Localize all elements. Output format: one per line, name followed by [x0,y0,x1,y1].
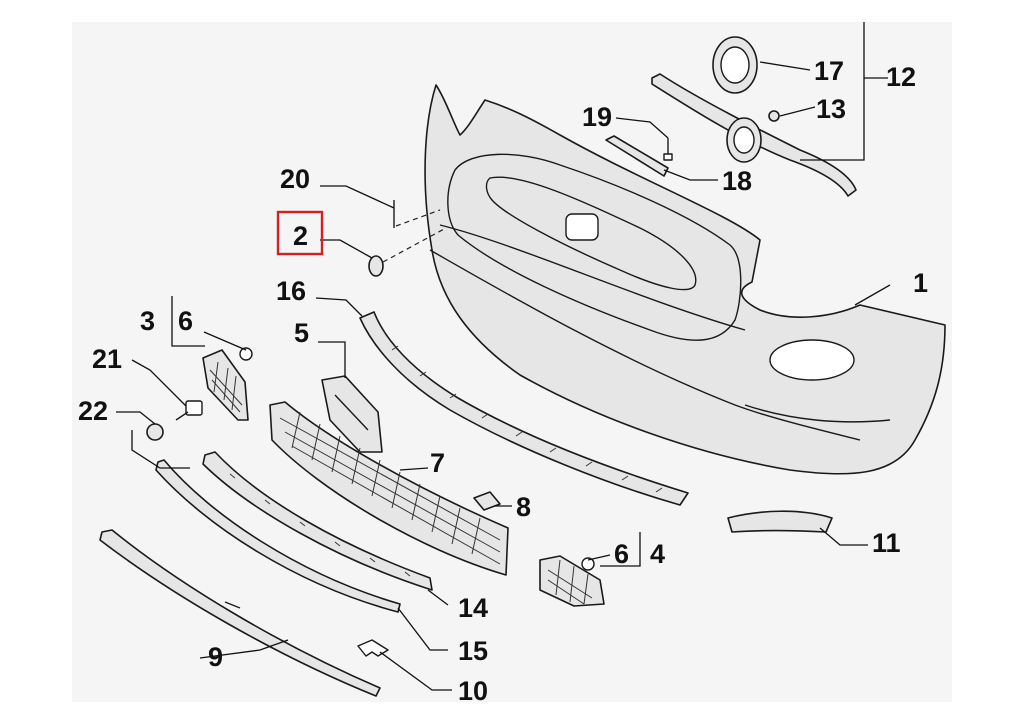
callout-15[interactable]: 15 [458,636,488,666]
callout-9[interactable]: 9 [208,642,223,672]
fog-lamp-recess [769,339,855,381]
screw-19[interactable] [663,138,673,161]
callout-14[interactable]: 14 [458,593,488,623]
callout-5[interactable]: 5 [294,318,309,348]
callout-6-left[interactable]: 6 [178,306,193,336]
assembly-line-20 [395,209,441,227]
callout-6-right[interactable]: 6 [614,539,629,569]
lower-grille[interactable] [269,401,509,576]
clip-6-left[interactable] [239,347,253,361]
highlight-box [276,210,324,256]
callout-21[interactable]: 21 [92,344,122,374]
bumper-shell[interactable] [424,84,946,475]
callout-2[interactable]: 2 [293,221,308,251]
emblem-17[interactable] [712,36,758,94]
nut-22[interactable] [146,423,164,441]
lower-spoiler-strip[interactable] [359,311,689,506]
callout-12[interactable]: 12 [886,62,916,92]
callouts: 1 2 3 6 4 6 5 7 8 9 10 11 12 13 14 15 16… [78,56,928,706]
callout-22[interactable]: 22 [78,396,108,426]
callout-11[interactable]: 11 [872,528,901,558]
left-fog-grille[interactable] [202,349,249,421]
callout-18[interactable]: 18 [722,166,752,196]
callout-3[interactable]: 3 [140,306,155,336]
tow-hook-cover[interactable] [368,255,384,277]
callout-4[interactable]: 4 [650,539,665,569]
assembly-line-2 [382,227,447,263]
callout-10[interactable]: 10 [458,676,488,706]
leader-lines [116,22,891,691]
clip-8[interactable] [473,491,501,511]
bracket-18[interactable] [605,135,669,177]
callout-19[interactable]: 19 [582,102,612,132]
clip-10[interactable] [357,639,389,657]
emblem-small[interactable] [726,117,762,163]
callout-8[interactable]: 8 [516,492,531,522]
callout-1[interactable]: 1 [913,268,928,298]
callout-20[interactable]: 20 [280,164,310,194]
callout-7[interactable]: 7 [430,448,445,478]
lower-trim-14[interactable] [202,451,433,591]
callout-17[interactable]: 17 [814,56,844,86]
callout-13[interactable]: 13 [816,94,846,124]
clip-6-right[interactable] [581,557,595,571]
side-trim-11[interactable] [727,510,833,533]
lower-strip-15[interactable] [155,459,401,613]
emblem-mount [565,213,599,241]
skid-plate[interactable] [99,529,381,697]
clip-13[interactable] [768,110,780,122]
right-fog-grille[interactable] [539,555,605,607]
callout-16[interactable]: 16 [276,276,306,306]
bolt-21[interactable] [175,400,203,421]
